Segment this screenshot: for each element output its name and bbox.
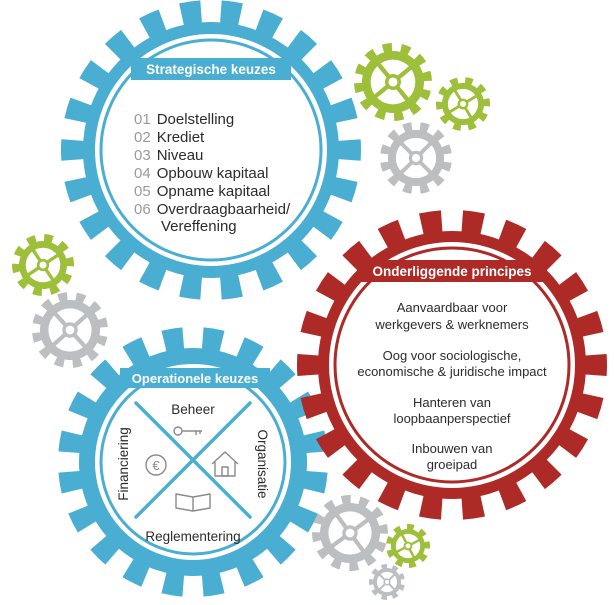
green-gear-top-right-large — [354, 43, 432, 121]
principle-2-line1: Oog voor sociologische, — [383, 348, 522, 363]
principles-list: Aanvaardbaar voor werkgevers & werknemer… — [357, 300, 547, 472]
grey-gear-left — [32, 292, 108, 368]
strategic-title: Strategische keuzes — [146, 62, 276, 77]
principles-title: Onderliggende principes — [372, 264, 531, 279]
gear-hub — [36, 258, 50, 272]
gear-inner-ring — [333, 246, 571, 484]
grey-gear-bottom-small — [368, 564, 405, 600]
green-gear-left — [12, 234, 74, 296]
gear-hub — [385, 74, 401, 90]
title-banner — [357, 260, 547, 282]
operational-left-label: Financiering — [116, 427, 131, 501]
item-label: Doelstelling — [157, 111, 235, 128]
strategic-item-06-continuation: Vereffening — [161, 218, 237, 235]
item-number: 01 — [134, 111, 151, 128]
principle-3-line1: Hanteren van — [413, 395, 491, 410]
gear-hub — [403, 541, 413, 551]
principle-4-line1: Inbouwen van — [412, 441, 493, 456]
green-gear-top-right-small — [436, 77, 490, 131]
key-icon — [173, 426, 202, 436]
principle-1-line1: Aanvaardbaar voor — [397, 300, 508, 315]
green-gear-bottom — [386, 524, 431, 568]
house-icon — [211, 451, 239, 477]
gear-hub — [62, 322, 78, 338]
gear-center — [339, 252, 565, 478]
gear-hub — [383, 578, 391, 586]
principles-gear — [296, 210, 608, 520]
operational-title: Operationele keuzes — [132, 371, 258, 386]
gear-hub — [342, 525, 358, 541]
title-banner — [120, 368, 270, 388]
strategic-item-01: 01 Doelstelling — [134, 111, 234, 128]
gear-hub — [408, 150, 424, 166]
book-icon — [175, 493, 211, 512]
svg-text:€: € — [152, 458, 160, 473]
operational-cross — [134, 401, 252, 519]
euro-icon: € — [145, 454, 167, 476]
grey-gear-bottom-large — [312, 495, 388, 571]
title-banner — [131, 58, 291, 80]
principle-3-line2: loopbaanperspectief — [393, 411, 510, 426]
operational-right-label: Organisatie — [255, 429, 270, 498]
strategic-choices-gear — [60, 0, 362, 300]
principle-1-line2: werkgevers & werknemers — [374, 317, 529, 332]
operational-top-label: Beheer — [171, 402, 215, 417]
gear-hub — [457, 98, 469, 110]
operational-bottom-label: Reglementering — [145, 529, 240, 544]
gear-center — [105, 44, 317, 256]
principle-2-line2: economische & juridische impact — [357, 364, 547, 379]
grey-gear-top-right — [380, 122, 452, 194]
principle-4-line2: groeipad — [427, 457, 478, 472]
gear-inner-ring — [99, 38, 323, 262]
